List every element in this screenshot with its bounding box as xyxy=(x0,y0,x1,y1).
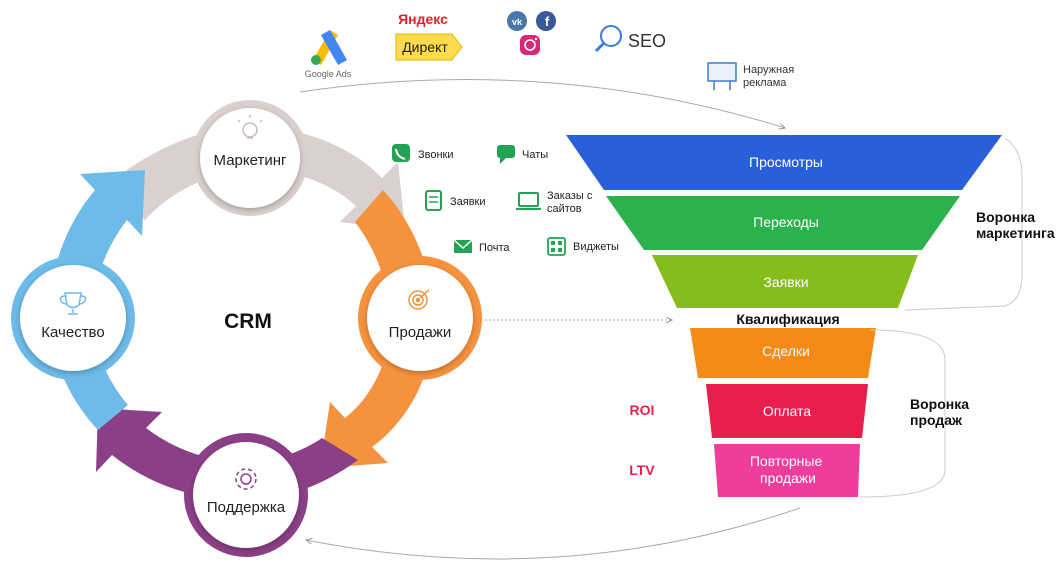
yandex-brand-label: Яндекс xyxy=(398,11,448,27)
funnel-to-support-connector xyxy=(306,507,801,560)
svg-text:f: f xyxy=(545,14,550,29)
funnel-stage-deals-label: Сделки xyxy=(762,343,810,359)
laptop-icon xyxy=(516,192,541,210)
funnel-stage-deals: Сделки xyxy=(690,328,876,378)
sales-funnel-label: Воронка продаж xyxy=(910,396,973,428)
svg-text:vk: vk xyxy=(512,17,523,27)
outdoor-ad: Наружная реклама xyxy=(707,62,797,90)
sales-funnel-label-line-1: Воронка xyxy=(910,396,969,412)
funnel-stage-views: Просмотры xyxy=(566,135,1002,190)
widget-icon xyxy=(547,237,566,256)
marketing-arrow xyxy=(110,125,405,230)
lead-channel-forms: Заявки xyxy=(425,190,486,211)
funnel-stage-repeat-sales-label: Повторные продажи xyxy=(750,453,826,486)
lead-channel-chats-label: Чаты xyxy=(522,149,548,161)
funnel-stage-payment-label: Оплата xyxy=(763,403,811,419)
crm-center-label: CRM xyxy=(224,310,272,333)
sales-funnel-label-line-2: продаж xyxy=(910,412,963,428)
marketing-funnel: Просмотры Переходы Заявки Воронка маркет… xyxy=(566,135,1055,311)
social-logos: vk f xyxy=(507,11,556,55)
marketing-funnel-label-line-1: Воронка xyxy=(976,209,1035,225)
instagram-icon xyxy=(520,35,540,55)
outdoor-label-line-1: Наружная xyxy=(743,64,794,76)
ads-to-funnel-connector xyxy=(299,79,785,128)
yandex-direct-label: Директ xyxy=(402,39,448,55)
roi-label: ROI xyxy=(630,402,655,418)
yandex-direct-logo: Яндекс Директ xyxy=(395,11,463,61)
stage-marketing-label: Маркетинг xyxy=(214,152,287,169)
billboard-icon xyxy=(707,62,737,90)
seo-label: SEO xyxy=(628,31,666,51)
google-ads-logo: Google Ads xyxy=(305,30,352,79)
lead-channel-forms-label: Заявки xyxy=(450,196,486,208)
marketing-funnel-label: Воронка маркетинга xyxy=(976,209,1055,241)
repeat-sales-line-2: продажи xyxy=(760,470,816,486)
repeat-sales-line-1: Повторные xyxy=(750,453,823,469)
lead-channel-calls: Звонки xyxy=(392,144,454,162)
facebook-icon: f xyxy=(536,11,556,31)
lead-channel-calls-label: Звонки xyxy=(418,149,454,161)
lead-channel-site-orders: Заказы с сайтов xyxy=(516,190,595,215)
target-icon xyxy=(408,289,430,310)
funnel-stage-payment: Оплата xyxy=(706,384,868,438)
gear-icon xyxy=(235,468,257,490)
lead-channel-widgets-label: Виджеты xyxy=(573,241,619,253)
lead-channel-site-orders-label: Заказы с сайтов xyxy=(547,190,595,215)
funnel-stage-repeat-sales: Повторные продажи xyxy=(714,444,860,497)
lead-channel-widgets: Виджеты xyxy=(547,237,619,256)
sales-funnel-bracket xyxy=(859,329,946,498)
qualification-label: Квалификация xyxy=(736,311,839,327)
funnel-stage-views-label: Просмотры xyxy=(749,154,823,170)
stage-support-label: Поддержка xyxy=(207,499,286,516)
phone-icon xyxy=(392,144,410,162)
funnel-stage-leads-label: Заявки xyxy=(763,274,808,290)
site-orders-line-2: сайтов xyxy=(547,203,582,215)
outdoor-label: Наружная реклама xyxy=(743,64,797,89)
lightbulb-icon xyxy=(237,115,263,139)
funnel-stage-clicks-label: Переходы xyxy=(753,214,819,230)
stage-sales-label: Продажи xyxy=(389,324,452,341)
marketing-funnel-label-line-2: маркетинга xyxy=(976,225,1055,241)
magnifier-icon xyxy=(594,25,622,53)
lead-channels: Звонки Чаты Заявки Заказы с са xyxy=(392,144,619,256)
sales-funnel: Сделки Оплата Повторные продажи Воронка … xyxy=(690,328,973,498)
stage-support: Поддержка xyxy=(184,433,308,557)
site-orders-line-1: Заказы с xyxy=(547,190,593,202)
mail-icon xyxy=(453,239,473,253)
stage-quality-label: Качество xyxy=(41,324,104,341)
lead-channel-mail: Почта xyxy=(453,239,510,254)
google-ads-label: Google Ads xyxy=(305,69,352,79)
chat-icon xyxy=(497,145,515,164)
stage-marketing: Маркетинг xyxy=(192,100,308,216)
funnel-stage-leads: Заявки xyxy=(652,255,918,308)
marketing-funnel-bracket xyxy=(904,137,1023,311)
form-icon xyxy=(425,190,442,211)
outdoor-label-line-2: реклама xyxy=(743,77,787,89)
vk-icon: vk xyxy=(507,11,527,31)
lead-channel-mail-label: Почта xyxy=(479,242,510,254)
funnel-stage-clicks: Переходы xyxy=(606,196,960,250)
stage-quality: Качество xyxy=(11,256,135,380)
seo-logo: SEO xyxy=(594,25,666,53)
trophy-icon xyxy=(59,292,87,315)
lead-channel-chats: Чаты xyxy=(497,145,548,164)
stage-sales: Продажи xyxy=(358,256,482,380)
ltv-label: LTV xyxy=(629,462,655,478)
